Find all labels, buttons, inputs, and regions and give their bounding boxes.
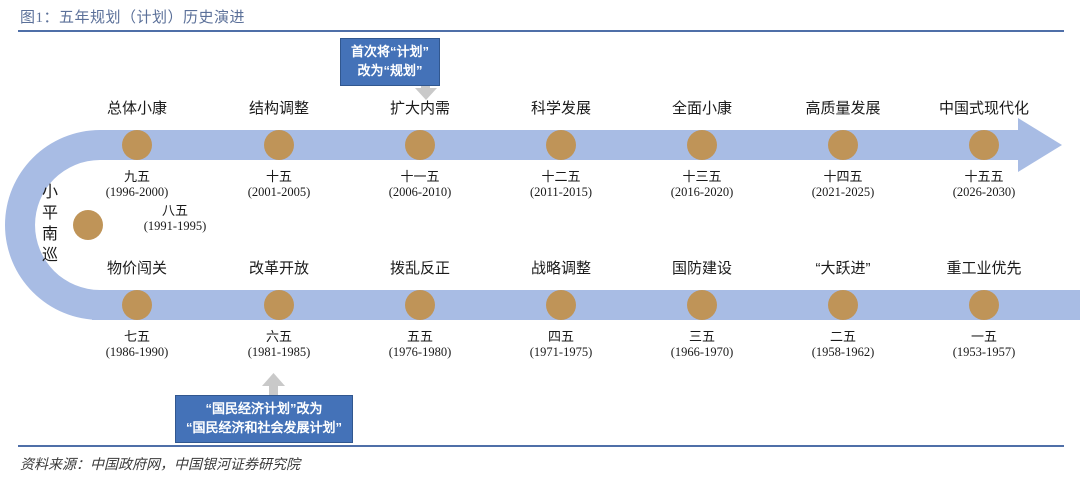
plan-name: 二五 (829, 329, 856, 344)
timeline-node-plan: 十五 (2001-2005) (199, 169, 359, 200)
plan-name: 八五 (161, 203, 188, 218)
timeline-node-plan: 五五 (1976-1980) (340, 329, 500, 360)
callout-line-0: 首次将“计划” (351, 44, 430, 59)
timeline-dot (405, 290, 435, 320)
timeline-dot (264, 290, 294, 320)
plan-name: 十二五 (541, 169, 581, 184)
timeline-node-plan: 十二五 (2011-2015) (481, 169, 641, 200)
plan-name: 十四五 (823, 169, 863, 184)
timeline-node-plan: 十一五 (2006-2010) (340, 169, 500, 200)
footer-divider (18, 445, 1064, 447)
plan-years: (2016-2020) (670, 184, 734, 199)
timeline-node-plan: 三五 (1966-1970) (622, 329, 782, 360)
timeline-dot (122, 290, 152, 320)
side-label-deng-southern-tour: 小 平 南 巡 (38, 182, 62, 266)
timeline-node-plan: 十四五 (2021-2025) (763, 169, 923, 200)
plan-years: (2021-2025) (811, 184, 875, 199)
plan-years: (2006-2010) (388, 184, 452, 199)
plan-name: 一五 (970, 329, 997, 344)
timeline-dot (264, 130, 294, 160)
timeline-node-title: 科学发展 (530, 100, 591, 117)
timeline-node-title: 重工业优先 (946, 260, 1022, 277)
timeline-node-plan: 十五五 (2026-2030) (904, 169, 1064, 200)
plan-years: (1991-1995) (143, 218, 207, 233)
plan-years: (1953-1957) (952, 344, 1016, 359)
timeline-dot (969, 130, 999, 160)
plan-years: (1986-1990) (105, 344, 169, 359)
timeline-node-title: 改革开放 (248, 260, 309, 277)
plan-name: 七五 (123, 329, 150, 344)
timeline-node-plan: 八五 (1991-1995) (100, 203, 250, 234)
plan-name: 三五 (688, 329, 715, 344)
plan-years: (1971-1975) (529, 344, 593, 359)
timeline-dot (122, 130, 152, 160)
plan-years: (1976-1980) (388, 344, 452, 359)
bottom-band (92, 290, 1080, 320)
plan-years: (1958-1962) (811, 344, 875, 359)
side-label-char-1: 平 (41, 205, 58, 222)
timeline-node-title: 国防建设 (671, 260, 732, 277)
plan-years: (2026-2030) (952, 184, 1016, 199)
timeline-node-plan: 九五 (1996-2000) (57, 169, 217, 200)
top-band-arrowhead (1018, 118, 1062, 172)
timeline-node-title: 中国式现代化 (938, 100, 1029, 117)
callout-plan-renamed-to-guihua[interactable]: 首次将“计划” 改为“规划” (340, 38, 441, 86)
plan-years: (2011-2015) (529, 184, 593, 199)
source-note: 资料来源：中国政府网，中国银河证券研究院 (20, 458, 300, 473)
callout-line-1: 改为“规划” (357, 62, 423, 78)
timeline-node-title: 扩大内需 (389, 100, 450, 117)
plan-name: 十五 (265, 169, 292, 184)
timeline-node-plan: 四五 (1971-1975) (481, 329, 641, 360)
timeline-node-plan: 一五 (1953-1957) (904, 329, 1064, 360)
timeline-node-plan: 二五 (1958-1962) (763, 329, 923, 360)
timeline-dot (73, 210, 103, 240)
timeline-node-plan: 六五 (1981-1985) (199, 329, 359, 360)
plan-years: (1981-1985) (247, 344, 311, 359)
plan-years: (1996-2000) (105, 184, 169, 199)
timeline-node-title: 拨乱反正 (389, 260, 450, 277)
plan-years: (2001-2005) (247, 184, 311, 199)
callout-line-1: “国民经济和社会发展计划” (186, 419, 343, 435)
timeline-node-title: 物价闯关 (106, 260, 167, 277)
timeline-dot (828, 130, 858, 160)
timeline-node-title: 战略调整 (530, 260, 591, 277)
timeline-dot (969, 290, 999, 320)
timeline-node-plan: 七五 (1986-1990) (57, 329, 217, 360)
u-turn-band (5, 130, 140, 320)
timeline-dot (405, 130, 435, 160)
title-divider (18, 30, 1064, 32)
callout-line-0: “国民经济计划”改为 (205, 401, 323, 416)
timeline-node-plan: 十三五 (2016-2020) (622, 169, 782, 200)
plan-name: 四五 (547, 329, 574, 344)
plan-name: 九五 (123, 169, 150, 184)
timeline-dot (687, 130, 717, 160)
plan-name: 十一五 (400, 169, 440, 184)
plan-years: (1966-1970) (670, 344, 734, 359)
timeline-node-title: 高质量发展 (805, 100, 881, 117)
side-label-char-2: 南 (41, 226, 58, 243)
plan-name: 六五 (265, 329, 292, 344)
timeline-node-title: “大跃进” (815, 260, 871, 277)
page-title: 图1：五年规划（计划）历史演进 (20, 10, 246, 26)
timeline-dot (687, 290, 717, 320)
timeline-dot (546, 130, 576, 160)
side-label-char-3: 巡 (41, 247, 58, 264)
timeline-node-title: 总体小康 (106, 100, 167, 117)
timeline-node-title: 结构调整 (248, 100, 309, 117)
callout-bottom-arrow-icon (262, 373, 285, 398)
plan-name: 十五五 (964, 169, 1004, 184)
timeline-node-title: 全面小康 (671, 100, 732, 117)
callout-national-economic-plan-renamed[interactable]: “国民经济计划”改为 “国民经济和社会发展计划” (175, 395, 354, 443)
side-label-char-0: 小 (41, 184, 58, 201)
plan-name: 十三五 (682, 169, 722, 184)
timeline-dot (546, 290, 576, 320)
timeline-dot (828, 290, 858, 320)
plan-name: 五五 (406, 329, 433, 344)
